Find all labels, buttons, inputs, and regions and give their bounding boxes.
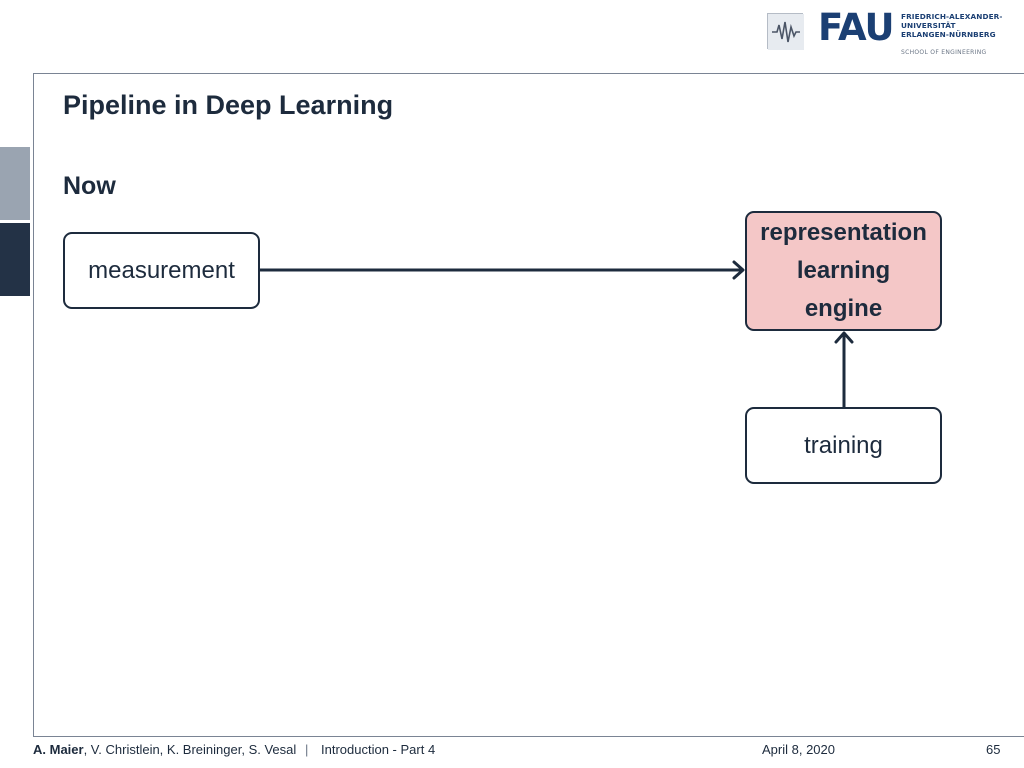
- university-line: FRIEDRICH-ALEXANDER-: [901, 12, 1003, 21]
- representation-learning-engine-node: representation learning engine: [745, 211, 942, 331]
- footer-lecture: Introduction - Part 4: [321, 742, 436, 757]
- measurement-label: measurement: [88, 256, 235, 284]
- engine-label-line: learning: [796, 257, 891, 284]
- footer-separator: |: [305, 742, 309, 757]
- university-line: ERLANGEN-NÜRNBERG: [901, 30, 996, 39]
- measurement-node: measurement: [63, 232, 260, 309]
- waveform-icon: [768, 14, 804, 50]
- page-number: 65: [986, 742, 1001, 757]
- school-name: SCHOOL OF ENGINEERING: [901, 49, 987, 56]
- slide-title: Pipeline in Deep Learning: [63, 90, 394, 120]
- footer-date: April 8, 2020: [762, 742, 835, 757]
- content-frame: [33, 73, 1024, 737]
- university-line: UNIVERSITÄT: [901, 21, 956, 30]
- lecture-logo-icon: [767, 13, 804, 50]
- fau-logo: FAU: [818, 6, 895, 49]
- engine-label-line: representation: [760, 219, 927, 246]
- section-tab-active: [0, 223, 30, 296]
- university-name: FRIEDRICH-ALEXANDER- UNIVERSITÄT ERLANGE…: [901, 12, 1003, 39]
- engine-label: representation learning engine: [760, 214, 927, 328]
- training-label: training: [804, 431, 883, 459]
- section-tab-inactive: [0, 147, 30, 220]
- co-authors: , V. Christlein, K. Breininger, S. Vesal: [83, 742, 297, 757]
- training-node: training: [745, 407, 942, 484]
- footer-authors: A. Maier, V. Christlein, K. Breininger, …: [33, 742, 296, 757]
- slide-subheading: Now: [63, 172, 116, 200]
- engine-label-line: engine: [804, 295, 883, 322]
- lead-author: A. Maier: [33, 742, 84, 757]
